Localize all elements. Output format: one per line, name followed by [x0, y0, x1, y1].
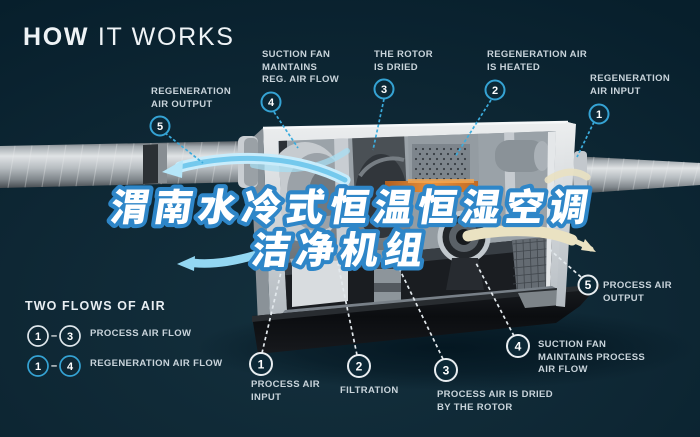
svg-text:5: 5 [157, 121, 163, 133]
svg-text:5: 5 [585, 278, 592, 292]
svg-text:3: 3 [67, 331, 73, 343]
svg-text:1: 1 [596, 109, 602, 121]
svg-text:–: – [51, 330, 57, 342]
svg-text:4: 4 [515, 340, 522, 354]
svg-text:4: 4 [67, 361, 74, 373]
svg-text:4: 4 [268, 97, 275, 109]
svg-text:3: 3 [443, 364, 450, 378]
svg-text:2: 2 [356, 360, 363, 374]
svg-text:1: 1 [258, 358, 265, 372]
svg-text:1: 1 [35, 331, 41, 343]
svg-text:1: 1 [35, 361, 41, 373]
svg-text:–: – [51, 360, 57, 372]
svg-text:2: 2 [492, 85, 498, 97]
svg-text:3: 3 [381, 84, 387, 96]
